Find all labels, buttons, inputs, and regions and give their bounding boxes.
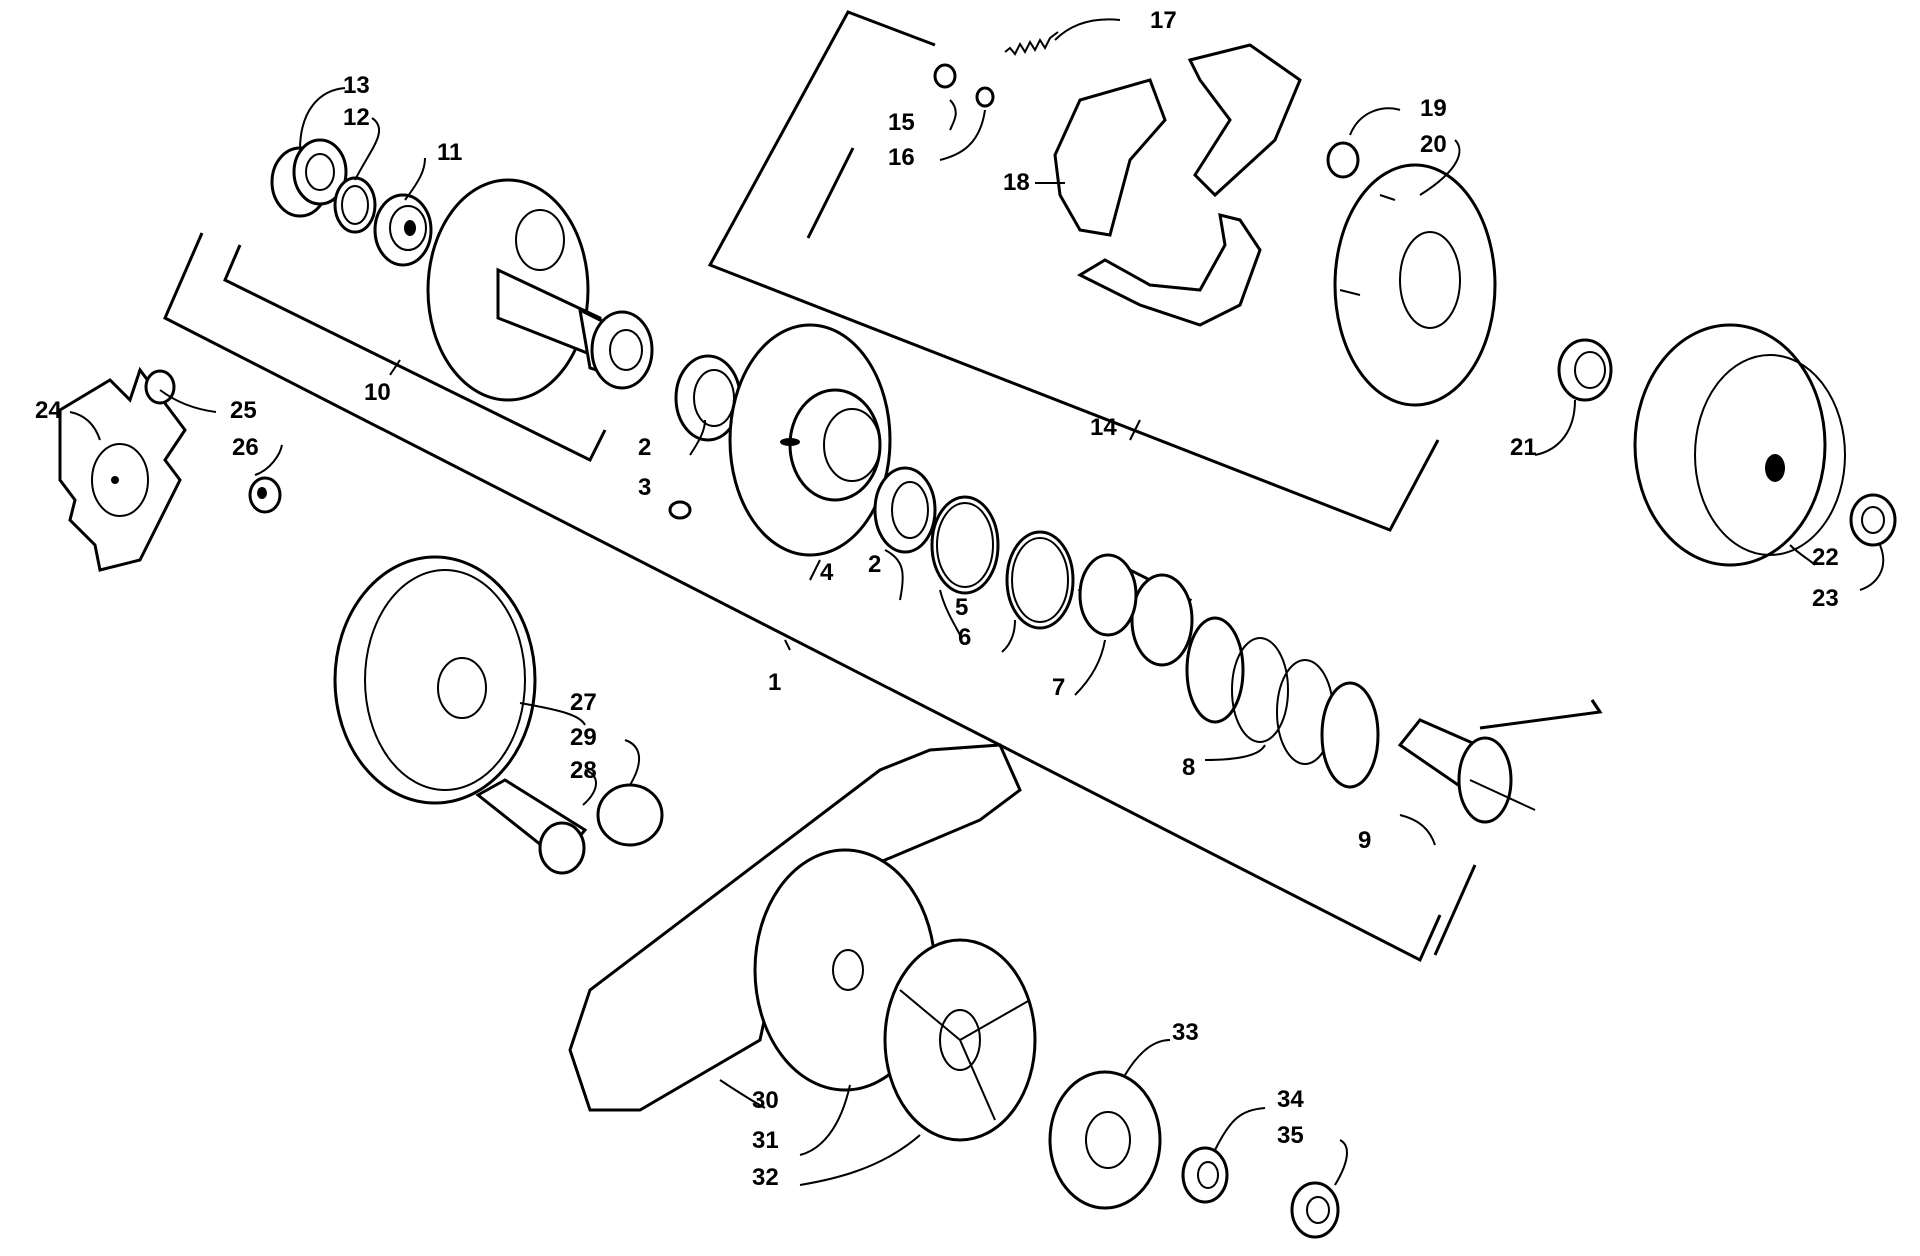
callout-5: 5 xyxy=(955,594,968,621)
callout-22: 22 xyxy=(1812,544,1839,571)
callout-9: 9 xyxy=(1358,827,1371,854)
callout-28: 28 xyxy=(570,757,597,784)
part-27-fixed-sheave xyxy=(333,555,537,805)
part-25-slider xyxy=(144,369,176,405)
part-23-nut xyxy=(1849,493,1897,547)
part-30-drive-belt xyxy=(568,743,1022,1112)
part-17-spring xyxy=(1004,31,1059,56)
callout-18: 18 xyxy=(1003,169,1030,196)
callout-8: 8 xyxy=(1182,754,1195,781)
part-3-pin xyxy=(668,500,692,520)
part-29-bushing xyxy=(596,783,664,847)
leader-lines xyxy=(69,18,1885,1186)
callout-7: 7 xyxy=(1052,674,1065,701)
part-21-nut xyxy=(1557,338,1613,402)
part-33-cover xyxy=(1048,1070,1162,1210)
part-11-bearing xyxy=(373,193,433,267)
bracket-group-1-upper xyxy=(223,244,607,463)
part-2-seal-lower xyxy=(873,466,937,554)
part-34-washer xyxy=(1181,1146,1229,1204)
part-13-bushing xyxy=(270,138,348,218)
part-28-sleeve xyxy=(475,778,588,875)
callout-11: 11 xyxy=(437,139,462,166)
part-16-washer xyxy=(975,86,995,108)
callout-20: 20 xyxy=(1420,131,1447,158)
part-15-nut xyxy=(933,63,957,89)
callout-31: 31 xyxy=(752,1127,779,1154)
bracket-group-14-inner xyxy=(806,147,855,239)
part-7-collar xyxy=(1077,553,1194,667)
callout-21: 21 xyxy=(1510,434,1537,461)
callout-14: 14 xyxy=(1090,414,1117,441)
callout-30: 30 xyxy=(752,1087,779,1114)
callout-19: 19 xyxy=(1420,95,1447,122)
callout-26: 26 xyxy=(232,434,259,461)
callout-16: 16 xyxy=(888,144,915,171)
callout-27: 27 xyxy=(570,689,597,716)
callout-6: 6 xyxy=(958,624,971,651)
bracket-lower-right xyxy=(1433,864,1477,956)
part-35-nut xyxy=(1290,1181,1340,1239)
part-5-o-ring xyxy=(930,495,1000,595)
callout-34: 34 xyxy=(1277,1086,1304,1113)
callout-2-upper: 2 xyxy=(638,434,651,461)
callout-12: 12 xyxy=(343,104,370,131)
callout-13: 13 xyxy=(343,72,370,99)
part-18-brake-shoes xyxy=(1053,43,1302,327)
part-22-clutch-bell xyxy=(1633,323,1846,567)
bracket-group-14 xyxy=(707,10,1440,532)
callout-23: 23 xyxy=(1812,585,1839,612)
part-9-spring-seat xyxy=(1397,718,1536,824)
callout-1: 1 xyxy=(768,669,781,696)
callout-17: 17 xyxy=(1150,7,1177,34)
callout-25: 25 xyxy=(230,397,257,424)
part-4-sliding-sheave xyxy=(728,323,892,557)
part-20-brake-plate xyxy=(1333,163,1497,407)
callout-4: 4 xyxy=(820,559,834,586)
callout-2-lower: 2 xyxy=(868,551,881,578)
callout-15: 15 xyxy=(888,109,915,136)
callouts: 1 2 2 3 4 5 6 7 8 9 10 11 12 13 14 15 16… xyxy=(35,7,1839,1191)
callout-32: 32 xyxy=(752,1164,779,1191)
part-8-spring xyxy=(1185,616,1380,789)
part-6-o-ring xyxy=(1005,530,1075,630)
callout-35: 35 xyxy=(1277,1122,1304,1149)
part-24-ramp-plate xyxy=(58,366,187,572)
bracket-group-1 xyxy=(163,232,1442,963)
part-32-fan xyxy=(883,938,1037,1142)
bracket-group-1-lower xyxy=(1479,699,1603,730)
callout-29: 29 xyxy=(570,724,597,751)
callout-24: 24 xyxy=(35,397,62,424)
callout-33: 33 xyxy=(1172,1019,1199,1046)
callout-3: 3 xyxy=(638,474,651,501)
part-26-roller xyxy=(248,476,282,514)
part-19-nut xyxy=(1326,141,1360,179)
part-10-driven-face xyxy=(426,178,654,402)
callout-10: 10 xyxy=(364,379,391,406)
part-12-snap-ring xyxy=(333,176,377,234)
